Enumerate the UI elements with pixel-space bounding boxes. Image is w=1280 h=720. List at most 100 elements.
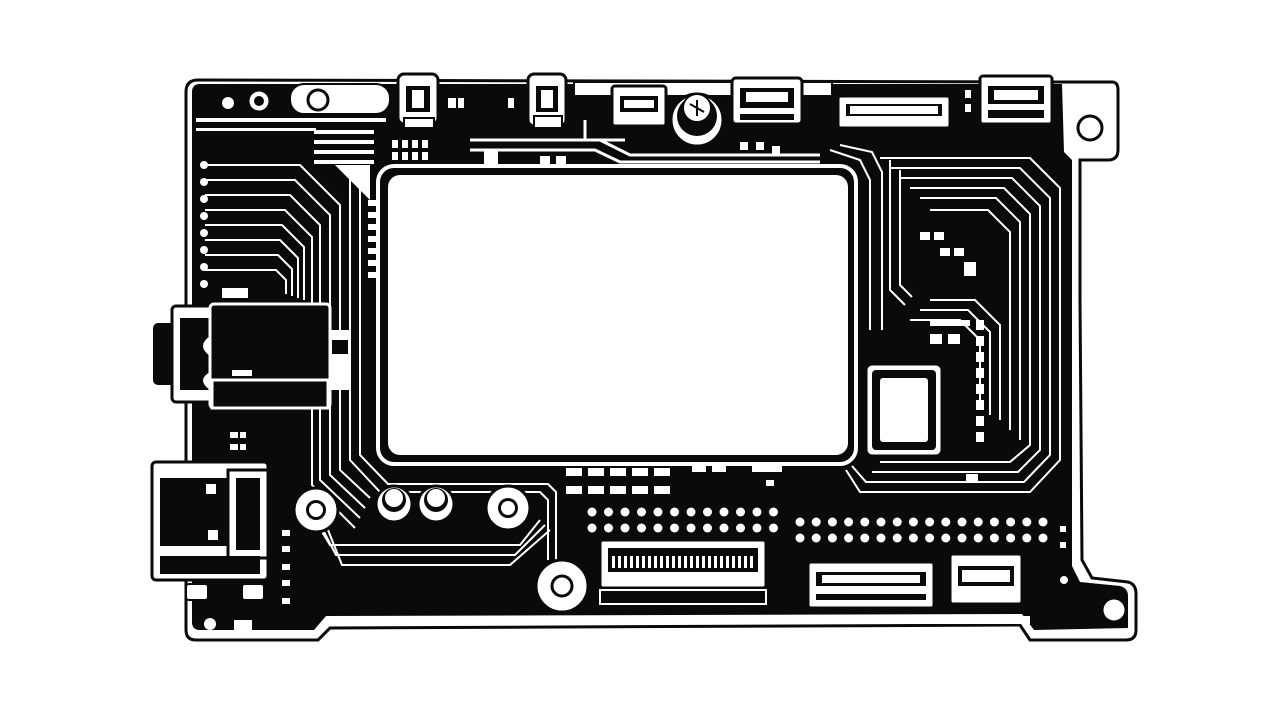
jst-connector-right bbox=[978, 74, 1054, 126]
smd-pads-right bbox=[920, 232, 1068, 584]
bottom-strip bbox=[330, 616, 1030, 624]
header-pin bbox=[752, 523, 762, 533]
header-pin-grid-left bbox=[587, 507, 778, 533]
traces-right bbox=[829, 144, 1061, 493]
header-pin bbox=[1038, 517, 1048, 527]
ffc-tooth bbox=[672, 556, 675, 568]
ffc-tooth bbox=[630, 556, 633, 568]
header-pin bbox=[653, 507, 663, 517]
smd-pads-left bbox=[204, 432, 290, 630]
rectangular-chip bbox=[864, 362, 944, 458]
dc-barrel-jack bbox=[151, 288, 350, 410]
jst-connector bbox=[610, 84, 668, 128]
header-pin bbox=[795, 533, 805, 543]
usb-c-connector bbox=[730, 76, 804, 126]
header-pin bbox=[941, 517, 951, 527]
ffc-tooth bbox=[702, 556, 705, 568]
header-pin bbox=[811, 533, 821, 543]
electrolytic-capacitor bbox=[669, 92, 725, 148]
ffc-tooth bbox=[654, 556, 657, 568]
ffc-tooth bbox=[642, 556, 645, 568]
pin-connector bbox=[526, 72, 568, 129]
header-pin bbox=[1006, 533, 1016, 543]
header-pin bbox=[736, 523, 745, 533]
header-pin bbox=[637, 523, 646, 533]
header-pin bbox=[811, 517, 821, 527]
header-pin bbox=[769, 507, 778, 517]
header-pin bbox=[827, 517, 837, 527]
silk-line bbox=[196, 128, 316, 131]
header-pin bbox=[892, 533, 902, 543]
ffc-tooth bbox=[624, 556, 627, 568]
ffc-tooth bbox=[732, 556, 735, 568]
ffc-tooth bbox=[744, 556, 747, 568]
header-pin bbox=[957, 517, 967, 527]
header-pin bbox=[876, 533, 886, 543]
ffc-tooth bbox=[678, 556, 681, 568]
header-pin bbox=[1006, 517, 1016, 527]
header-pin bbox=[670, 523, 679, 533]
header-pin bbox=[925, 517, 935, 527]
smd-pads-bottom bbox=[566, 466, 782, 494]
header-pin bbox=[752, 507, 762, 517]
header-pin bbox=[604, 523, 613, 533]
header-pin bbox=[736, 507, 745, 517]
header-pin bbox=[860, 533, 870, 543]
usb-port bbox=[150, 460, 270, 601]
header-pin bbox=[795, 517, 805, 527]
header-pin bbox=[989, 517, 999, 527]
header-pin bbox=[957, 533, 967, 543]
header-pin bbox=[686, 523, 696, 533]
central-display-cutout bbox=[376, 164, 858, 466]
header-pin bbox=[876, 517, 886, 527]
tactile-buttons bbox=[374, 484, 456, 524]
top-connectors bbox=[396, 72, 1104, 148]
header-pin bbox=[686, 507, 696, 517]
header-pin bbox=[587, 523, 597, 533]
smd-cluster bbox=[314, 130, 428, 278]
header-pin bbox=[670, 507, 679, 517]
ffc-tooth bbox=[714, 556, 717, 568]
header-pin bbox=[604, 507, 613, 517]
ffc-tooth bbox=[666, 556, 669, 568]
header-pin bbox=[703, 523, 712, 533]
header-pin bbox=[844, 533, 854, 543]
ffc-tooth bbox=[660, 556, 663, 568]
ffc-tooth bbox=[726, 556, 729, 568]
header-pin bbox=[908, 517, 918, 527]
via bbox=[1080, 86, 1092, 98]
header-pin bbox=[941, 533, 951, 543]
traces-top bbox=[470, 120, 820, 164]
header-pin bbox=[703, 507, 712, 517]
header-pin bbox=[620, 523, 630, 533]
header-pin bbox=[892, 517, 902, 527]
ffc-connector-top bbox=[836, 94, 952, 130]
mounting-hole bbox=[306, 88, 330, 112]
header-pin bbox=[973, 533, 983, 543]
header-pin bbox=[769, 523, 778, 533]
header-pin bbox=[1022, 517, 1032, 527]
header-pin bbox=[719, 523, 729, 533]
ribbon-connector bbox=[598, 538, 768, 605]
ffc-tooth bbox=[690, 556, 693, 568]
top-plate bbox=[289, 83, 391, 115]
header-pin bbox=[1022, 533, 1032, 543]
mounting-holes bbox=[292, 484, 1128, 624]
header-pin bbox=[908, 533, 918, 543]
header-pin bbox=[653, 523, 663, 533]
pin-connector bbox=[396, 72, 440, 129]
header-pin bbox=[827, 533, 837, 543]
ffc-tooth bbox=[618, 556, 621, 568]
jst-connector-bottom bbox=[948, 552, 1024, 606]
ffc-tooth bbox=[750, 556, 753, 568]
silk-line bbox=[196, 118, 386, 122]
ffc-tooth bbox=[612, 556, 615, 568]
header-pin bbox=[620, 507, 630, 517]
smd-pads-top bbox=[484, 142, 780, 164]
ffc-tooth bbox=[636, 556, 639, 568]
via bbox=[222, 97, 234, 109]
header-pin bbox=[989, 533, 999, 543]
header-pin bbox=[1038, 533, 1048, 543]
mounting-hole bbox=[1076, 114, 1104, 142]
